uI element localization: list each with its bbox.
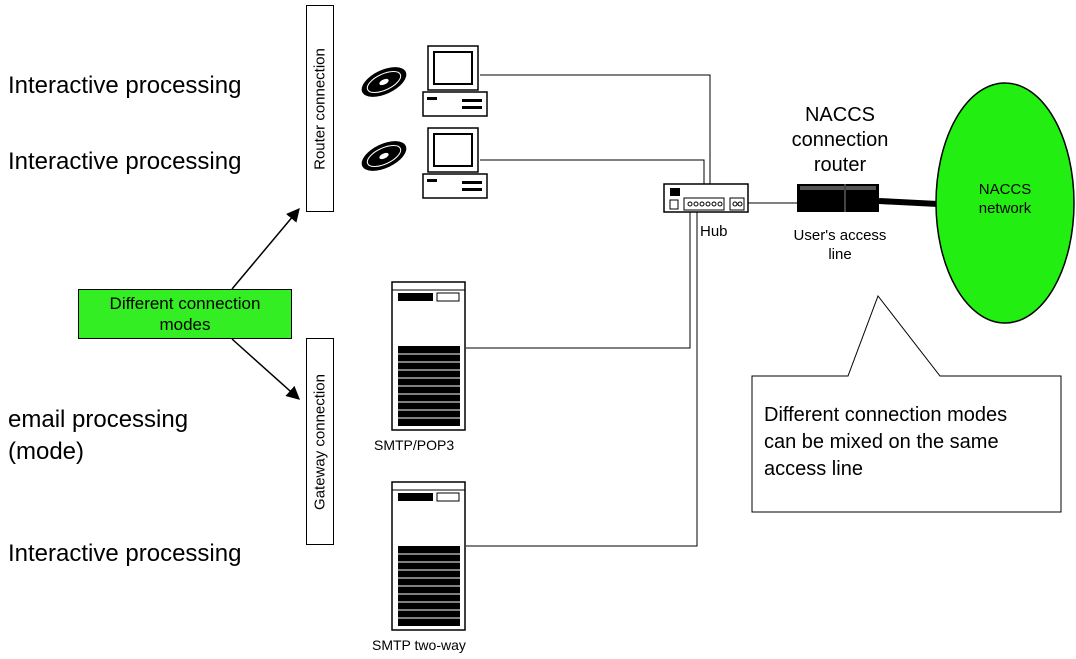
interactive-processing-label-2: Interactive processing bbox=[8, 148, 242, 175]
router-connection-box: Router connection bbox=[306, 5, 334, 212]
interactive-processing-label-3: Interactive processing bbox=[8, 540, 242, 567]
cd-icon bbox=[361, 67, 407, 97]
naccs-network-ellipse bbox=[935, 82, 1075, 324]
hub-label: Hub bbox=[700, 223, 728, 240]
access-line2: line bbox=[828, 246, 852, 263]
router-connection-label: Router connection bbox=[311, 47, 329, 170]
server-smtp-pop3-icon bbox=[391, 281, 466, 431]
computer-icon bbox=[422, 127, 488, 199]
callout-line3: access line bbox=[764, 458, 863, 480]
cd-icon bbox=[361, 141, 407, 171]
network-line1: NACCS bbox=[978, 181, 1032, 198]
cable-workstation-1 bbox=[480, 74, 711, 207]
different-connection-modes-box: Different connection modes bbox=[78, 289, 292, 339]
callout-box bbox=[751, 294, 1062, 513]
hub-icon bbox=[663, 183, 749, 213]
smtp-pop3-label: SMTP/POP3 bbox=[374, 437, 455, 453]
router-title-line1: NACCS bbox=[804, 104, 875, 126]
naccs-network-label: NACCS network bbox=[955, 180, 1055, 218]
cable-server-2 bbox=[466, 211, 698, 547]
router-icon bbox=[797, 184, 879, 212]
callout-text: Different connection modes can be mixed … bbox=[764, 402, 1064, 483]
modes-box-line1: Different connection bbox=[109, 294, 261, 313]
connection-lines bbox=[466, 74, 797, 547]
router-title-line3: router bbox=[813, 154, 867, 176]
email-processing-label: email processing bbox=[8, 406, 189, 433]
interactive-processing-label-1: Interactive processing bbox=[8, 72, 242, 99]
naccs-router-title: NACCS connection router bbox=[780, 103, 900, 178]
gateway-connection-box: Gateway connection bbox=[306, 338, 334, 545]
users-access-line-label: User's access line bbox=[780, 226, 900, 264]
workstation-2 bbox=[361, 127, 488, 199]
workstation-1 bbox=[361, 45, 488, 117]
email-mode-label: (mode) bbox=[8, 438, 85, 465]
network-line2: network bbox=[978, 200, 1032, 217]
router-title-line2: connection bbox=[791, 129, 889, 151]
access-line1: User's access bbox=[793, 227, 887, 244]
modes-box-line2: modes bbox=[159, 315, 211, 334]
access-line bbox=[878, 198, 939, 207]
callout-line1: Different connection modes bbox=[764, 404, 1008, 426]
callout-line2: can be mixed on the same bbox=[764, 431, 999, 453]
cable-server-1 bbox=[466, 211, 691, 349]
arrow-to-gateway-connection bbox=[231, 338, 301, 400]
computer-icon bbox=[422, 45, 488, 117]
gateway-connection-label: Gateway connection bbox=[311, 373, 329, 510]
smtp-two-way-label: SMTP two-way bbox=[372, 637, 466, 653]
server-smtp-two-way-icon bbox=[391, 481, 466, 631]
arrow-to-router-connection bbox=[231, 207, 300, 290]
